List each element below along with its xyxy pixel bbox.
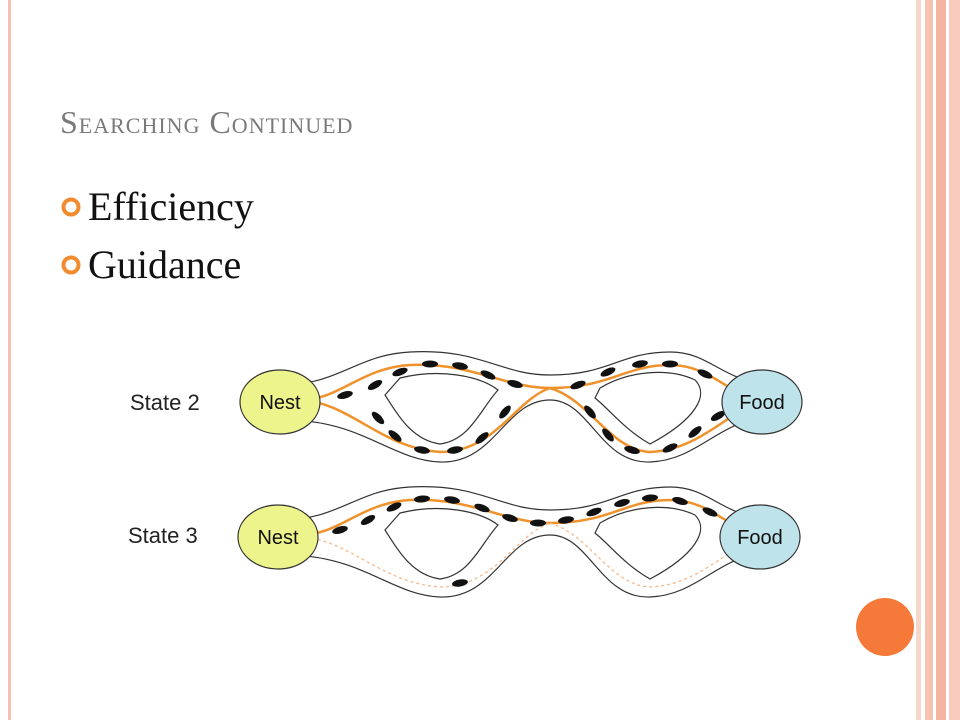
tube-inner-hole	[594, 371, 702, 445]
bullet-text: Guidance	[88, 242, 242, 287]
pheromone-trail	[299, 363, 761, 404]
food-node	[719, 504, 801, 570]
food-label: Food	[737, 527, 783, 549]
ant-path-diagram: State 2	[128, 351, 803, 598]
pheromone-trail	[299, 498, 761, 539]
faded-trail	[299, 522, 551, 588]
bullet-text: Efficiency	[88, 184, 254, 229]
tube-inner-hole	[594, 506, 702, 580]
state-3-row: State 3 Nest Food	[128, 486, 801, 598]
decorative-bar	[925, 0, 933, 720]
ant-group	[332, 494, 718, 587]
nest-node	[237, 504, 319, 570]
bullet-list: Efficiency Guidance	[60, 178, 254, 294]
decorative-orange-circle	[856, 598, 914, 656]
nest-label: Nest	[259, 392, 301, 414]
state-2-row: State 2	[130, 351, 803, 463]
right-decorative-bars	[916, 0, 960, 720]
ant-group	[337, 360, 726, 454]
decorative-bar	[916, 0, 921, 720]
food-node	[721, 369, 803, 435]
nest-node	[239, 369, 321, 435]
pheromone-trail	[299, 386, 551, 454]
state-label: State 2	[130, 390, 200, 415]
bullet-item-efficiency: Efficiency	[60, 178, 254, 236]
tube-inner-hole	[384, 507, 499, 580]
nest-label: Nest	[257, 527, 299, 549]
left-border-line	[8, 0, 11, 720]
bullet-ring-icon	[61, 255, 81, 275]
tube-inner-hole	[384, 372, 499, 445]
bullet-item-guidance: Guidance	[60, 236, 254, 294]
decorative-bar	[936, 0, 946, 720]
food-label: Food	[739, 392, 785, 414]
decorative-bar	[949, 0, 960, 720]
state-label: State 3	[128, 523, 198, 548]
bullet-ring-icon	[61, 197, 81, 217]
slide-title: Searching Continued	[60, 104, 354, 140]
